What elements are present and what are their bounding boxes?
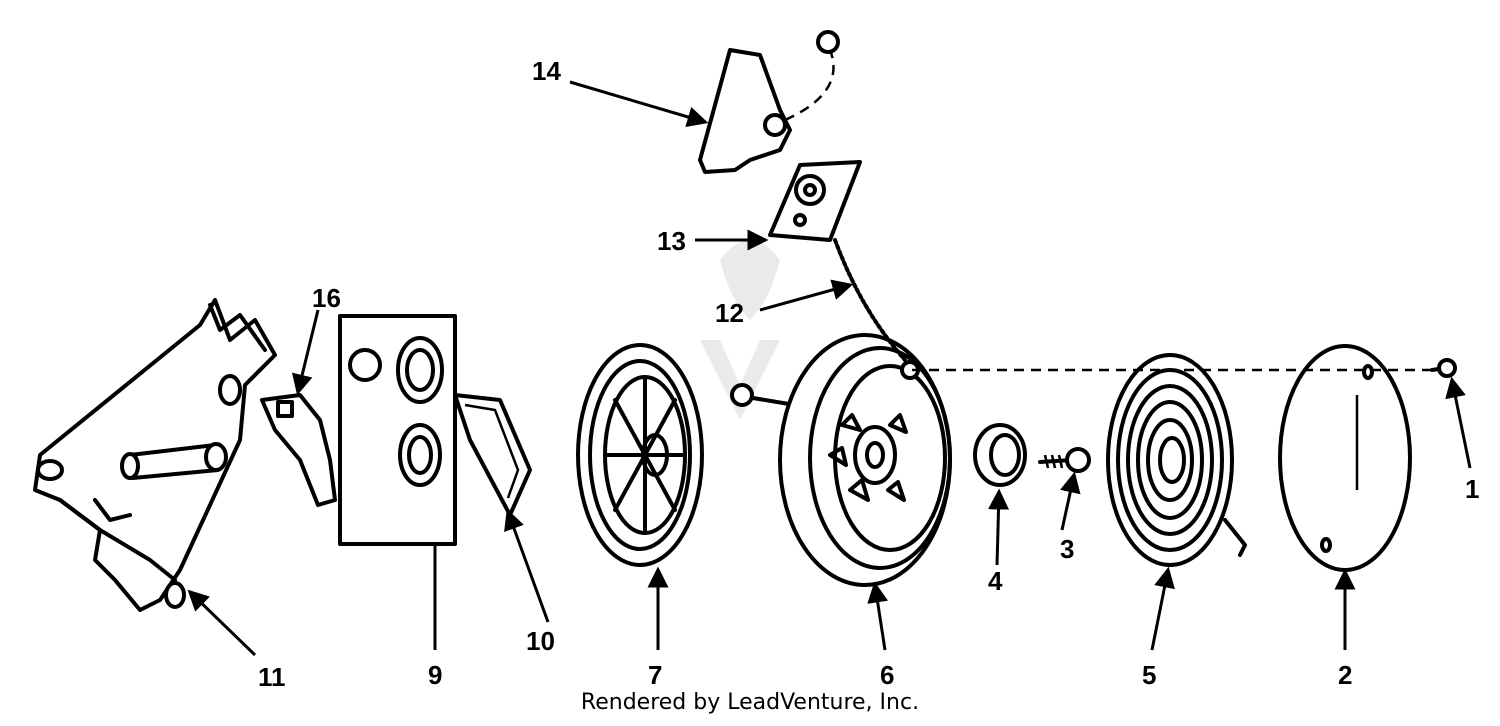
part-3-screw	[1038, 447, 1091, 473]
part-4-clip	[973, 423, 1027, 487]
callout-14: 14	[532, 56, 561, 86]
leader-lines	[187, 80, 1472, 657]
part-9-plate	[338, 314, 457, 546]
part-13-bracket	[768, 160, 862, 242]
callout-11: 11	[258, 662, 286, 692]
callout-9: 9	[428, 660, 442, 690]
part-12-rope	[833, 238, 907, 362]
callout-4: 4	[988, 566, 1003, 596]
callout-13: 13	[657, 226, 686, 256]
callout-6: 6	[880, 660, 894, 690]
callout-12: 12	[715, 298, 744, 328]
callout-labels: 14 13 12 16 9 10 11 7 6 4 3 5 2 1	[258, 56, 1479, 692]
callout-10: 10	[526, 626, 555, 656]
part-shaft	[730, 383, 797, 407]
part-10-spring-clip	[453, 393, 532, 517]
part-1-pin	[1430, 358, 1457, 378]
callout-2: 2	[1338, 660, 1352, 690]
part-14-handle	[698, 30, 840, 174]
part-11-bracket	[33, 298, 277, 612]
part-5-recoil-spring	[1106, 353, 1247, 567]
part-16-pawl	[260, 393, 337, 507]
part-2-cover	[1278, 344, 1412, 572]
callout-5: 5	[1142, 660, 1156, 690]
callout-16: 16	[312, 283, 341, 313]
callout-1: 1	[1465, 474, 1479, 504]
callout-7: 7	[648, 660, 662, 690]
part-7-gear	[576, 343, 704, 567]
callout-3: 3	[1060, 534, 1074, 564]
part-6-pulley	[778, 333, 952, 587]
footer-credit: Rendered by LeadVenture, Inc.	[580, 690, 920, 715]
watermark-logo	[700, 240, 780, 420]
